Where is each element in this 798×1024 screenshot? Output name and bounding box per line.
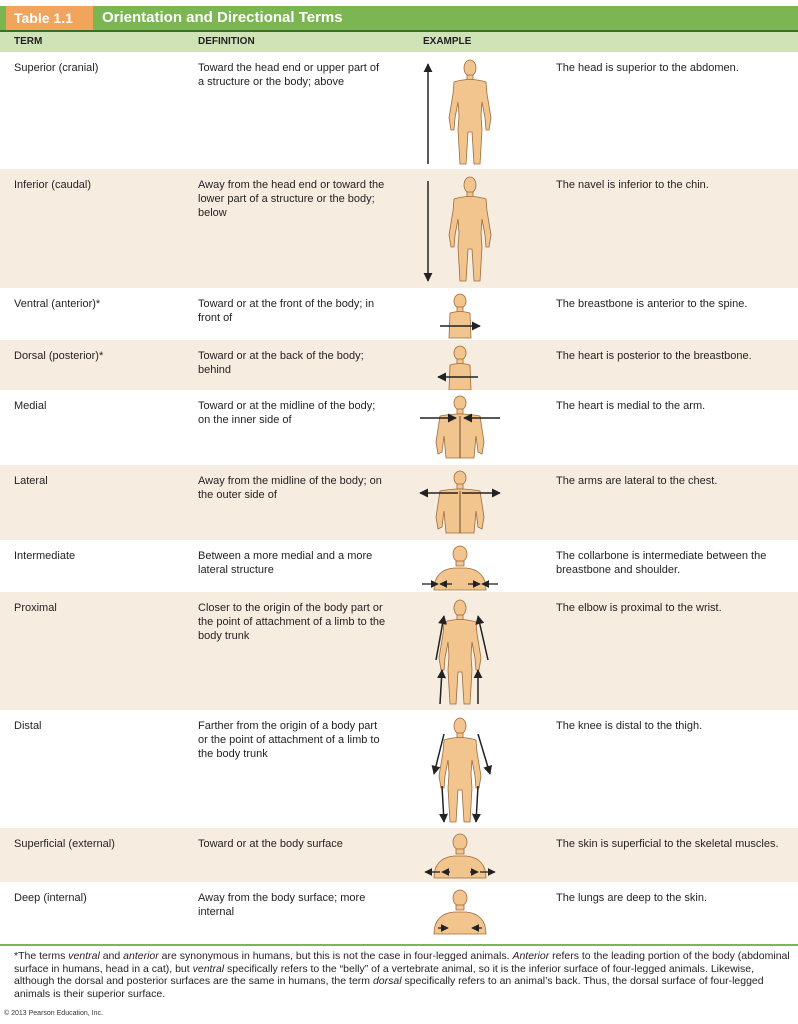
example-cell: The arms are lateral to the chest.: [556, 475, 718, 487]
table-row: Deep (internal) Away from the body surfa…: [0, 882, 798, 944]
footnote-text: *The terms: [14, 950, 69, 962]
footnote: *The terms ventral and anterior are syno…: [14, 950, 790, 1000]
definition-cell: Farther from the origin of a body part o…: [198, 720, 380, 760]
header-definition: DEFINITION: [198, 36, 255, 47]
definition-cell: Closer to the origin of the body part or…: [198, 602, 386, 642]
footnote-text: are synonymous in humans, but this is no…: [158, 950, 513, 962]
term-cell: Ventral (anterior)*: [14, 298, 101, 310]
footnote-text: specifically refers to the “belly” of a …: [14, 962, 755, 988]
footnote-italic: Anterior: [512, 950, 550, 962]
example-cell: The heart is posterior to the breastbone…: [556, 350, 752, 362]
superior-figure: [423, 59, 492, 165]
table-row: Superior (cranial) Toward the head end o…: [0, 52, 798, 169]
definition-cell: Between a more medial and a more lateral…: [198, 550, 373, 576]
ventral-figure: [440, 293, 481, 339]
example-cell: The collarbone is intermediate between t…: [556, 550, 767, 576]
definition-cell: Away from the body surface; more interna…: [198, 892, 366, 918]
footnote-divider: [0, 944, 798, 946]
footnote-italic: ventral: [192, 962, 225, 975]
table-row: Inferior (caudal) Away from the head end…: [0, 169, 798, 288]
dorsal-figure: [437, 345, 478, 390]
lateral-figure: [419, 470, 501, 534]
term-cell: Deep (internal): [14, 892, 87, 904]
definition-cell: Toward or at the front of the body; in f…: [198, 298, 375, 324]
term-cell: Distal: [14, 720, 42, 732]
table-row: Ventral (anterior)* Toward or at the fro…: [0, 288, 798, 340]
definition-cell: Toward or at the back of the body; behin…: [198, 350, 364, 376]
example-cell: The knee is distal to the thigh.: [556, 720, 703, 732]
intermediate-figure: [422, 545, 498, 591]
table-row: Medial Toward or at the midline of the b…: [0, 390, 798, 465]
term-cell: Intermediate: [14, 550, 76, 562]
term-cell: Proximal: [14, 602, 57, 614]
proximal-figure: [435, 599, 489, 705]
example-cell: The elbow is proximal to the wrist.: [556, 602, 722, 614]
table-header: TERM DEFINITION EXAMPLE: [0, 30, 798, 52]
example-cell: The heart is medial to the arm.: [556, 400, 706, 412]
example-cell: The navel is inferior to the chin.: [556, 179, 709, 191]
definition-cell: Toward or at the body surface: [198, 838, 343, 850]
superficial-figure: [424, 833, 496, 879]
inferior-figure: [423, 176, 492, 282]
definition-cell: Away from the head end or toward the low…: [198, 179, 385, 219]
table-row: Proximal Closer to the origin of the bod…: [0, 592, 798, 710]
footnote-text: refers to the leading portion of the bod…: [14, 950, 790, 975]
term-cell: Lateral: [14, 475, 48, 487]
table-label: Table 1.1: [6, 6, 93, 30]
example-cell: The lungs are deep to the skin.: [556, 892, 708, 904]
footnote-italic: dorsal: [372, 975, 402, 987]
medial-figure: [420, 395, 500, 459]
table-row: Distal Farther from the origin of a body…: [0, 710, 798, 828]
definition-cell: Toward or at the midline of the body; on…: [198, 400, 376, 426]
header-example: EXAMPLE: [423, 36, 472, 47]
footnote-text: and: [99, 950, 124, 962]
term-cell: Medial: [14, 400, 47, 412]
table-row: Intermediate Between a more medial and a…: [0, 540, 798, 592]
example-cell: The breastbone is anterior to the spine.: [556, 298, 748, 310]
example-cell: The head is superior to the abdomen.: [556, 62, 739, 74]
definition-cell: Away from the midline of the body; on th…: [198, 475, 382, 501]
definition-cell: Toward the head end or upper part of a s…: [198, 62, 380, 88]
term-cell: Superior (cranial): [14, 62, 99, 74]
table-row: Lateral Away from the midline of the bod…: [0, 465, 798, 540]
table-title-bar: Table 1.1 Orientation and Directional Te…: [0, 6, 798, 30]
footnote-text: specifically refers to an animal’s back.…: [14, 975, 764, 1000]
header-term: TERM: [14, 36, 43, 47]
term-cell: Inferior (caudal): [14, 179, 92, 191]
term-cell: Dorsal (posterior)*: [14, 350, 104, 362]
footnote-italic: anterior: [123, 950, 159, 962]
deep-figure: [433, 889, 487, 935]
table-row: Dorsal (posterior)* Toward or at the bac…: [0, 340, 798, 390]
table-row: Superficial (external) Toward or at the …: [0, 828, 798, 882]
distal-figure: [431, 717, 492, 823]
term-cell: Superficial (external): [14, 838, 115, 850]
table-title: Orientation and Directional Terms: [102, 9, 343, 26]
copyright: © 2013 Pearson Education, Inc.: [4, 1010, 103, 1017]
footnote-italic: ventral: [68, 950, 100, 962]
example-cell: The skin is superficial to the skeletal …: [556, 838, 779, 850]
